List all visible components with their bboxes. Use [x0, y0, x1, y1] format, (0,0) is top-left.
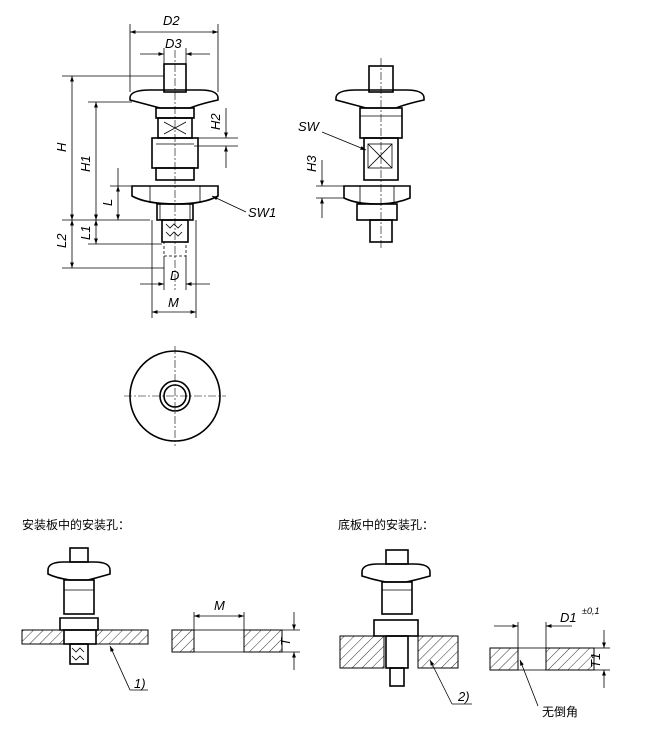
side-hex-nut [343, 185, 411, 205]
dim-L2: L2 [54, 233, 69, 248]
dim-M: M [168, 295, 179, 310]
caption-mount-plate: 安装板中的安装孔： [22, 517, 130, 532]
dim-L1: L1 [78, 226, 93, 240]
mount-plate-hole: M T [171, 598, 300, 670]
mushroom-knob [129, 89, 219, 109]
dim-D2: D2 [163, 13, 180, 28]
side-view [335, 58, 425, 250]
dim-H: H [54, 142, 69, 152]
mount-plate-install: 1) [21, 547, 149, 691]
dim-SW: SW [298, 119, 321, 134]
dim-H2: H2 [208, 113, 223, 130]
dim-M-hole: M [214, 598, 225, 613]
front-dimensions: D2 D3 H H1 H2 L L1 L2 [54, 13, 276, 318]
side-thread [356, 203, 398, 221]
note-1: 1) [134, 676, 146, 691]
caption-base-plate: 底板中的安装孔： [338, 517, 434, 532]
dim-D3: D3 [165, 36, 182, 51]
dim-D1-tolerance: ±0,1 [582, 606, 599, 616]
base-plate-install: 2) [339, 549, 472, 705]
side-dimensions: SW H3 [298, 119, 367, 218]
dim-D1: D1 [560, 610, 577, 625]
dim-T1: T1 [588, 653, 603, 668]
top-view [124, 346, 226, 446]
dim-L: L [100, 199, 115, 206]
note-no-chamfer: 无倒角 [542, 705, 578, 719]
dim-H3: H3 [304, 155, 319, 172]
base-plate-hole: D1 ±0,1 T1 无倒角 [489, 606, 610, 719]
dim-D: D [170, 268, 179, 283]
square-drive-sw [367, 143, 393, 169]
dim-H1: H1 [78, 155, 93, 172]
note-2: 2) [457, 689, 470, 704]
dim-T: T [278, 637, 293, 646]
dim-SW1: SW1 [248, 205, 276, 220]
side-knob [335, 89, 425, 109]
front-view [129, 50, 219, 290]
